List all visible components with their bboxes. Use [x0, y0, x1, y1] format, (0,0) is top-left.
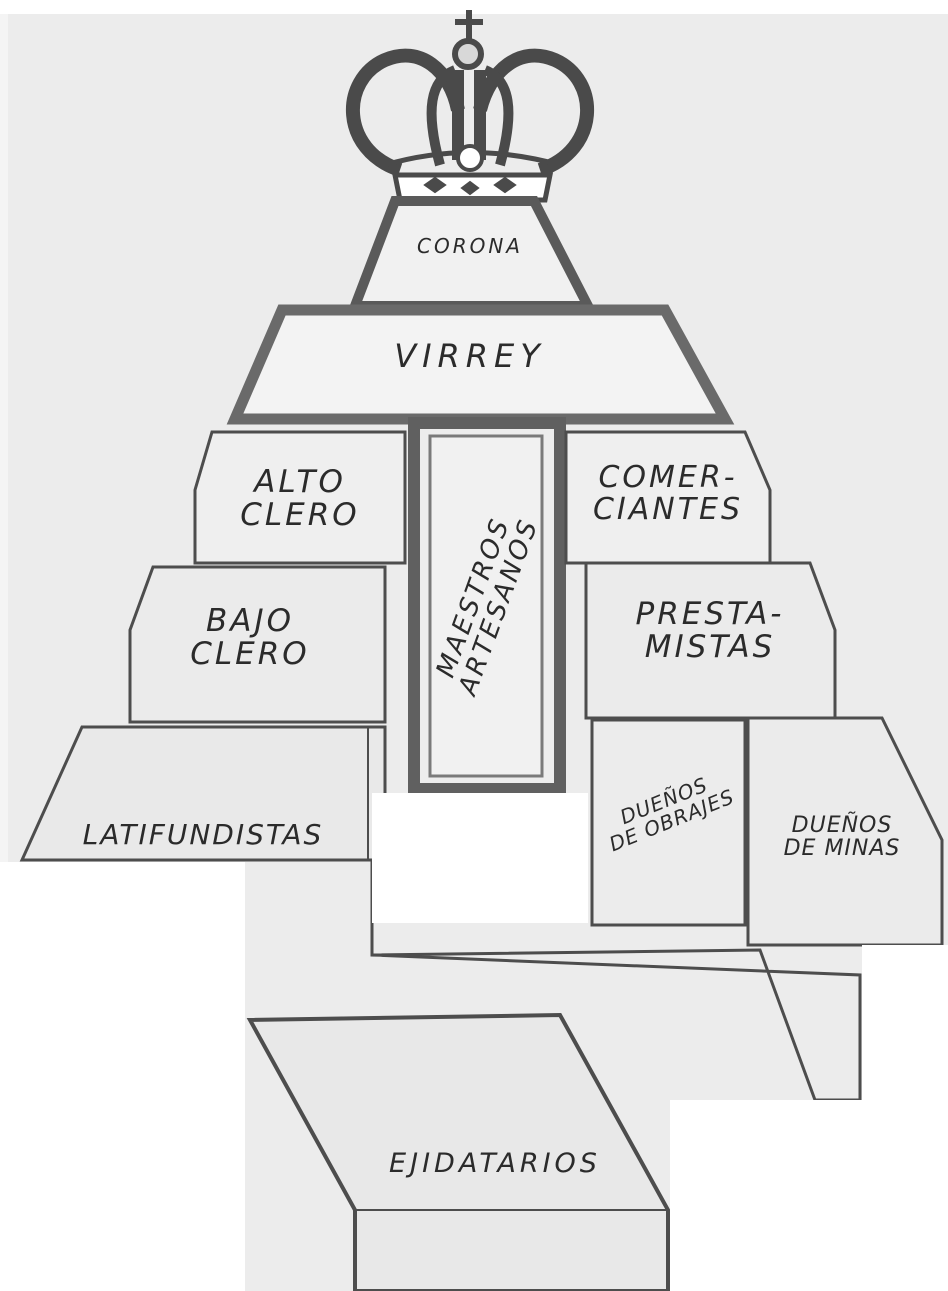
- prestamistas-line-1: PRESTA-: [635, 596, 785, 632]
- bajo-clero-line-1: BAJO: [205, 603, 295, 639]
- blank-left-bottom: [0, 862, 245, 1291]
- bajo-clero-box: [128, 565, 387, 724]
- alto-clero-line-2: CLERO: [240, 496, 360, 533]
- crown-icon: [346, 10, 594, 203]
- alto-clero-line-1: ALTO: [254, 464, 346, 500]
- ejidatarios-label: EJIDATARIOS: [389, 1148, 601, 1179]
- bajo-clero-line-2: CLERO: [190, 635, 310, 672]
- comerciantes-line-2: CIANTES: [592, 491, 744, 527]
- alto-clero-box: [193, 430, 407, 565]
- virrey-box: [226, 304, 735, 425]
- corona-label: CORONA: [417, 234, 523, 258]
- alto-clero-label: ALTO CLERO: [210, 466, 390, 531]
- duenos-obrajes-box: [590, 718, 747, 927]
- comerciantes-line-1: COMER-: [598, 460, 738, 495]
- duenos-minas-line-1: DUEÑOS: [791, 813, 893, 838]
- comerciantes-box: [564, 430, 772, 565]
- blank-right-bottom: [670, 1100, 948, 1291]
- prestamistas-box: [584, 561, 837, 720]
- bajo-clero-label: BAJO CLERO: [150, 605, 350, 670]
- blank-left-gutter: [0, 14, 8, 862]
- blank-right-lower: [862, 945, 948, 1105]
- maestros-inner: [428, 434, 544, 778]
- virrey-label: VIRREY: [394, 337, 546, 375]
- duenos-minas-line-2: DE MINAS: [783, 836, 901, 862]
- prestamistas-label: PRESTA- MISTAS: [600, 598, 820, 663]
- duenos-minas-label: DUEÑOS DE MINAS: [752, 814, 932, 860]
- blank-center: [372, 793, 588, 923]
- duenos-minas-box: [746, 716, 944, 947]
- ejidatarios-right-edge: [558, 1014, 670, 1211]
- prestamistas-line-2: MISTAS: [644, 628, 776, 665]
- comerciantes-label: COMER- CIANTES: [568, 462, 768, 525]
- paper-top-edge: [0, 0, 948, 14]
- latifundistas-label: LATIFUNDISTAS: [82, 818, 324, 851]
